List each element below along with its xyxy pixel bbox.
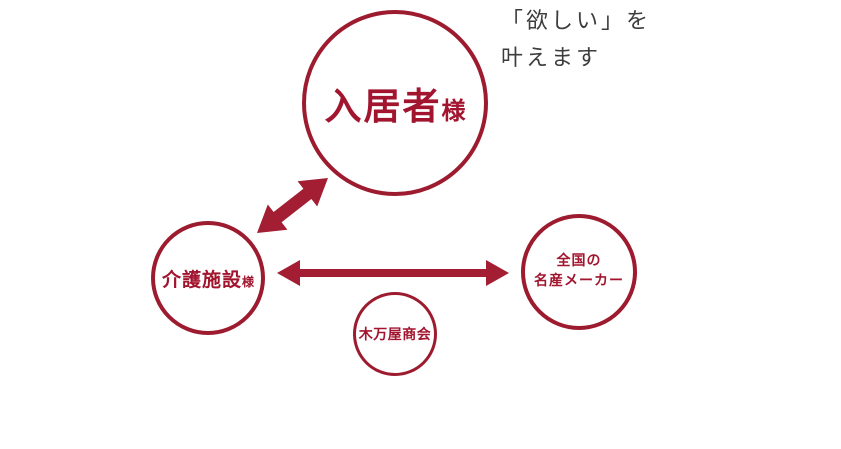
tagline: 「欲しい」を 叶えます (501, 2, 651, 76)
maker-label-line2: 名産メーカー (534, 274, 624, 289)
resident-circle-label: 入居者様 (325, 76, 466, 130)
facility-maker-double-arrow-icon (277, 260, 509, 286)
care-facility-label-suffix: 様 (242, 274, 255, 289)
resident-label-main: 入居者 (324, 87, 442, 128)
care-facility-label-main: 介護施設 (161, 269, 242, 291)
care-facility-circle-label: 介護施設様 (162, 265, 254, 292)
tagline-line1: 「欲しい」を (501, 8, 652, 33)
company-circle: 木万屋商会 (353, 292, 437, 376)
maker-label-line1: 全国の (556, 254, 602, 269)
nationwide-maker-circle: 全国の 名産メーカー (521, 214, 637, 330)
company-label: 木万屋商会 (358, 328, 432, 343)
care-facility-circle: 介護施設様 (151, 221, 265, 335)
facility-resident-double-arrow-icon (257, 178, 328, 233)
resident-label-suffix: 様 (441, 99, 466, 125)
resident-circle: 入居者様 (302, 10, 488, 196)
tagline-line2: 叶えます (501, 45, 602, 70)
